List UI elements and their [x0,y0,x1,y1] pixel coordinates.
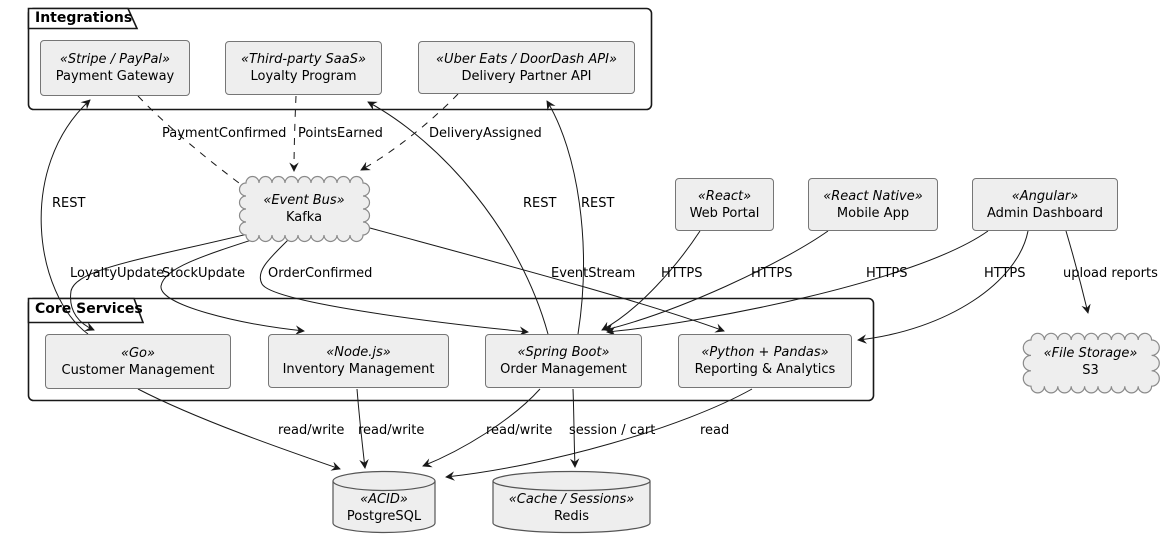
kafka-stereotype: «Event Bus» [263,193,345,208]
node-s3: «File Storage» S3 [1030,339,1151,385]
web-portal-stereotype: «React» [697,188,752,204]
edge-https-admin-order [606,230,989,336]
payment-gateway-name: Payment Gateway [55,69,175,84]
edge-rw-inventory [356,388,369,469]
node-inventory-management: «Node.js» Inventory Management [268,334,449,388]
postgresql-stereotype: «ACID» [360,492,408,507]
inventory-mgmt-stereotype: «Node.js» [326,345,391,360]
edge-order-confirmed [259,239,529,336]
edge-label-https-web-portal: HTTPS [661,266,703,281]
s3-name: S3 [1082,363,1099,378]
edge-label-https-admin-reporting: HTTPS [984,266,1026,281]
kafka-cloud-shape [238,175,371,243]
redis-cylinder-shape [492,470,651,534]
reporting-stereotype: «Python + Pandas» [701,345,829,360]
inventory-mgmt-name: Inventory Management [282,362,435,377]
edge-label-order-confirmed: OrderConfirmed [268,266,373,281]
frame-label-integrations: Integrations [35,10,133,26]
edge-label-https-mobile-app: HTTPS [751,266,793,281]
edge-label-loyalty-update: LoyaltyUpdate [70,266,165,281]
node-customer-management: «Go» Customer Management [45,334,231,389]
mobile-app-name: Mobile App [836,205,910,221]
edge-label-rest-order-delivery: REST [581,196,615,211]
order-mgmt-name: Order Management [500,362,627,377]
edge-label-https-admin-order: HTTPS [866,266,908,281]
delivery-api-name: Delivery Partner API [461,68,592,84]
node-web-portal: «React» Web Portal [675,178,774,231]
node-kafka: «Event Bus» Kafka [244,183,364,235]
edge-read-reporting [445,388,753,481]
order-mgmt-stereotype: «Spring Boot» [517,345,610,360]
reporting-name: Reporting & Analytics [694,362,836,377]
postgresql-cylinder-shape [332,470,436,534]
edge-label-points-earned: PointsEarned [298,126,383,141]
edge-label-rw-inventory: read/write [358,423,425,438]
edge-label-session-cart: session / cart [569,423,656,438]
customer-mgmt-name: Customer Management [61,362,215,378]
mobile-app-stereotype: «React Native» [823,188,923,204]
edge-stock-update [160,235,305,335]
payment-gateway-stereotype: «Stripe / PayPal» [59,52,171,67]
edge-points-earned [289,95,299,172]
edge-payment-confirmed [137,95,259,198]
edge-loyalty-update [70,231,257,331]
node-order-management: «Spring Boot» Order Management [485,334,642,388]
s3-stereotype: «File Storage» [1043,346,1138,361]
loyalty-program-name: Loyalty Program [250,69,357,84]
s3-cloud-shape [1022,332,1160,394]
delivery-api-stereotype: «Uber Eats / DoorDash API» [436,51,617,67]
edge-label-rest-order-loyalty: REST [523,196,557,211]
edge-label-read-reporting: read [700,423,730,438]
edge-label-event-stream: EventStream [551,266,636,281]
loyalty-program-stereotype: «Third-party SaaS» [240,52,367,67]
node-redis: «Cache / Sessions» Redis [493,486,650,530]
node-admin-dashboard: «Angular» Admin Dashboard [972,178,1118,231]
edge-event-stream [369,227,725,333]
postgresql-name: PostgreSQL [346,509,422,524]
edge-rw-order [422,388,541,468]
admin-dashboard-stereotype: «Angular» [1011,188,1079,204]
edge-session-cart [569,388,580,468]
edge-label-payment-confirmed: PaymentConfirmed [162,126,287,141]
edge-label-rw-customer: read/write [278,423,345,438]
edge-https-admin-reporting [857,230,1029,344]
edge-https-mobile-app [604,230,829,333]
edge-label-stock-update: StockUpdate [162,266,246,281]
edge-https-web-portal [601,230,701,331]
edge-rest-customer-payment [40,99,91,335]
node-postgresql: «ACID» PostgreSQL [333,486,435,530]
edge-label-rw-order: read/write [486,423,553,438]
node-loyalty-program: «Third-party SaaS» Loyalty Program [225,41,382,95]
edge-upload-reports [1065,230,1091,314]
redis-name: Redis [553,509,590,524]
edge-label-delivery-assigned: DeliveryAssigned [429,126,542,141]
edge-label-upload-reports: upload reports [1063,266,1158,281]
frame-label-core-services: Core Services [35,301,143,317]
admin-dashboard-name: Admin Dashboard [986,205,1104,221]
node-payment-gateway: «Stripe / PayPal» Payment Gateway [40,40,190,96]
node-mobile-app: «React Native» Mobile App [808,178,938,231]
redis-stereotype: «Cache / Sessions» [508,492,635,507]
node-delivery-partner-api: «Uber Eats / DoorDash API» Delivery Part… [418,41,635,94]
web-portal-name: Web Portal [689,205,760,221]
frame-core-services [27,297,875,402]
edge-label-rest-customer-payment: REST [52,196,86,211]
edge-rw-customer [137,388,341,471]
edge-rest-order-delivery [546,100,584,335]
kafka-name: Kafka [285,210,323,225]
node-reporting-analytics: «Python + Pandas» Reporting & Analytics [678,334,852,388]
customer-mgmt-stereotype: «Go» [120,345,156,361]
edge-rest-order-loyalty [367,101,549,335]
